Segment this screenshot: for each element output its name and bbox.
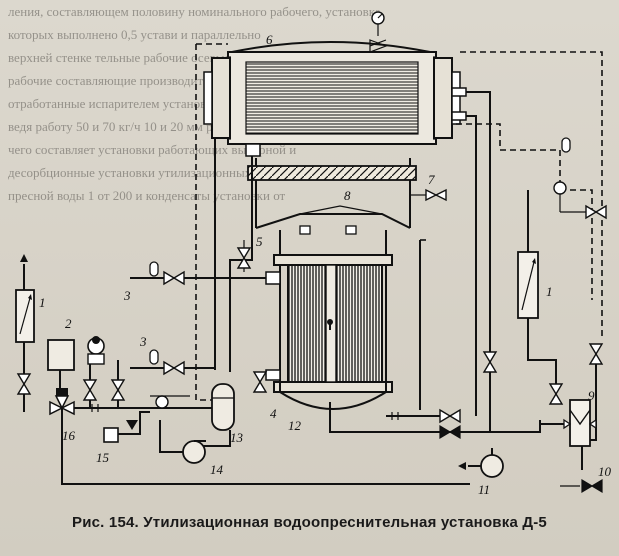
label-15: 15 xyxy=(96,450,110,465)
label-4: 4 xyxy=(270,406,277,421)
separator-mesh xyxy=(247,158,417,228)
evaporator-vessel xyxy=(255,205,411,410)
pump-14 xyxy=(159,420,206,464)
valves xyxy=(16,11,607,494)
rotameter-left xyxy=(15,254,35,374)
figure-caption: Рис. 154. Утилизационная водоопреснитель… xyxy=(72,514,547,531)
gauges xyxy=(149,137,586,409)
bleed-line: которых выполнено 0,5 устави и параллель… xyxy=(8,27,261,42)
rotameter-right xyxy=(517,251,539,319)
label-16: 16 xyxy=(62,428,76,443)
part-labels: 1 1 2 3 3 4 5 6 7 8 9 10 11 12 13 14 15 … xyxy=(39,32,612,497)
bleed-line: ведя работу 50 и 70 кг/ч 10 и 20 мм рт. … xyxy=(8,119,248,134)
dashed-lines xyxy=(195,43,603,401)
label-14: 14 xyxy=(210,462,224,477)
ejector-2 xyxy=(47,336,105,392)
ejector-9 xyxy=(540,399,597,447)
label-1-left: 1 xyxy=(39,295,46,310)
condenser-6 xyxy=(203,41,467,157)
label-6: 6 xyxy=(266,32,273,47)
pump-11 xyxy=(458,448,504,478)
label-1-right: 1 xyxy=(546,284,553,299)
label-5: 5 xyxy=(256,234,263,249)
label-7: 7 xyxy=(428,172,435,187)
instrument-15 xyxy=(103,395,190,443)
label-11: 11 xyxy=(478,482,490,497)
label-3-lower: 3 xyxy=(139,334,147,349)
label-13: 13 xyxy=(230,430,244,445)
tank-13 xyxy=(211,383,235,431)
label-9: 9 xyxy=(588,388,595,403)
label-10: 10 xyxy=(598,464,612,479)
bleed-line: чего составляет установки работающих вып… xyxy=(8,142,297,157)
label-12: 12 xyxy=(288,418,302,433)
label-8: 8 xyxy=(344,188,351,203)
label-2: 2 xyxy=(65,316,72,331)
label-3-upper: 3 xyxy=(123,288,131,303)
bleed-line: ления, составляющем половину номинальног… xyxy=(8,4,381,19)
three-way-valve-16 xyxy=(49,388,75,416)
